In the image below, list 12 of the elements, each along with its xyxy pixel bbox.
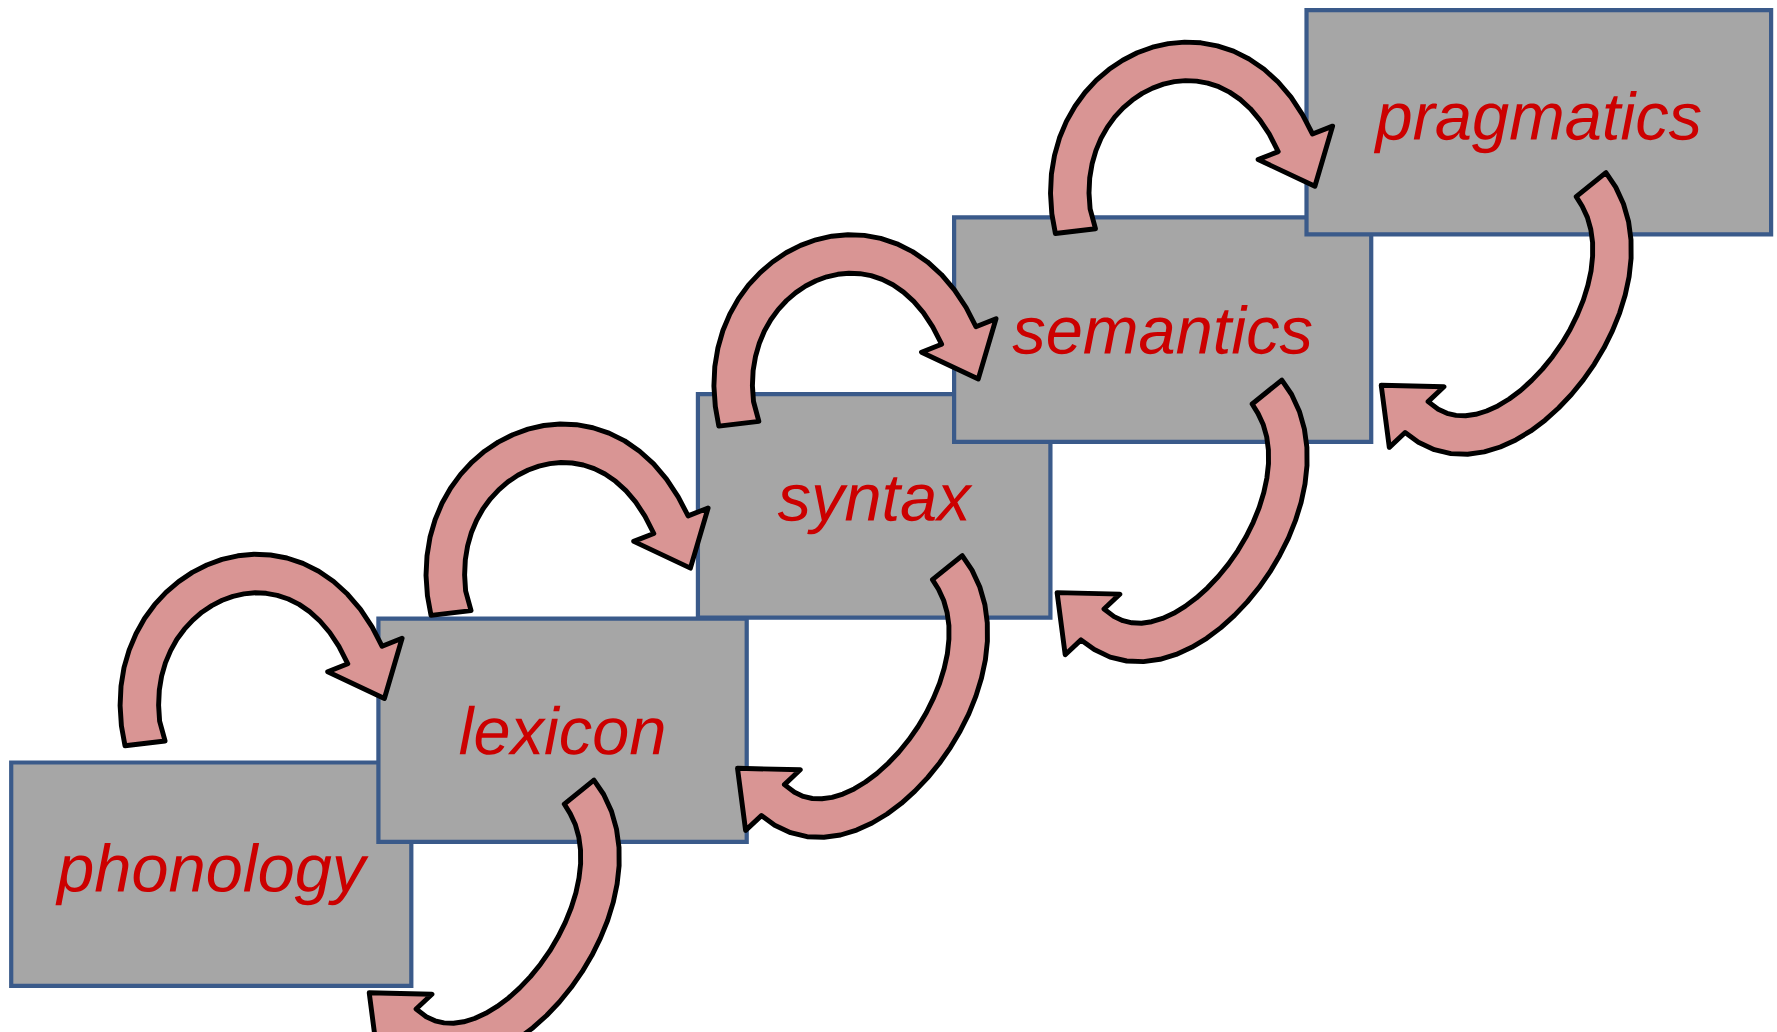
curved-arrow (117, 551, 405, 749)
text-box: phonology (9, 760, 414, 988)
curved-arrow (366, 777, 622, 1032)
text-box: semantics (952, 215, 1374, 444)
curved-arrow (711, 232, 999, 429)
curved-arrow (423, 421, 711, 618)
curved-arrow (735, 553, 990, 840)
text-box: lexicon (376, 616, 749, 844)
curved-arrow (1378, 170, 1634, 457)
text-box: pragmatics (1304, 7, 1774, 237)
curved-arrow (1048, 39, 1336, 236)
curved-arrow (1054, 377, 1310, 665)
